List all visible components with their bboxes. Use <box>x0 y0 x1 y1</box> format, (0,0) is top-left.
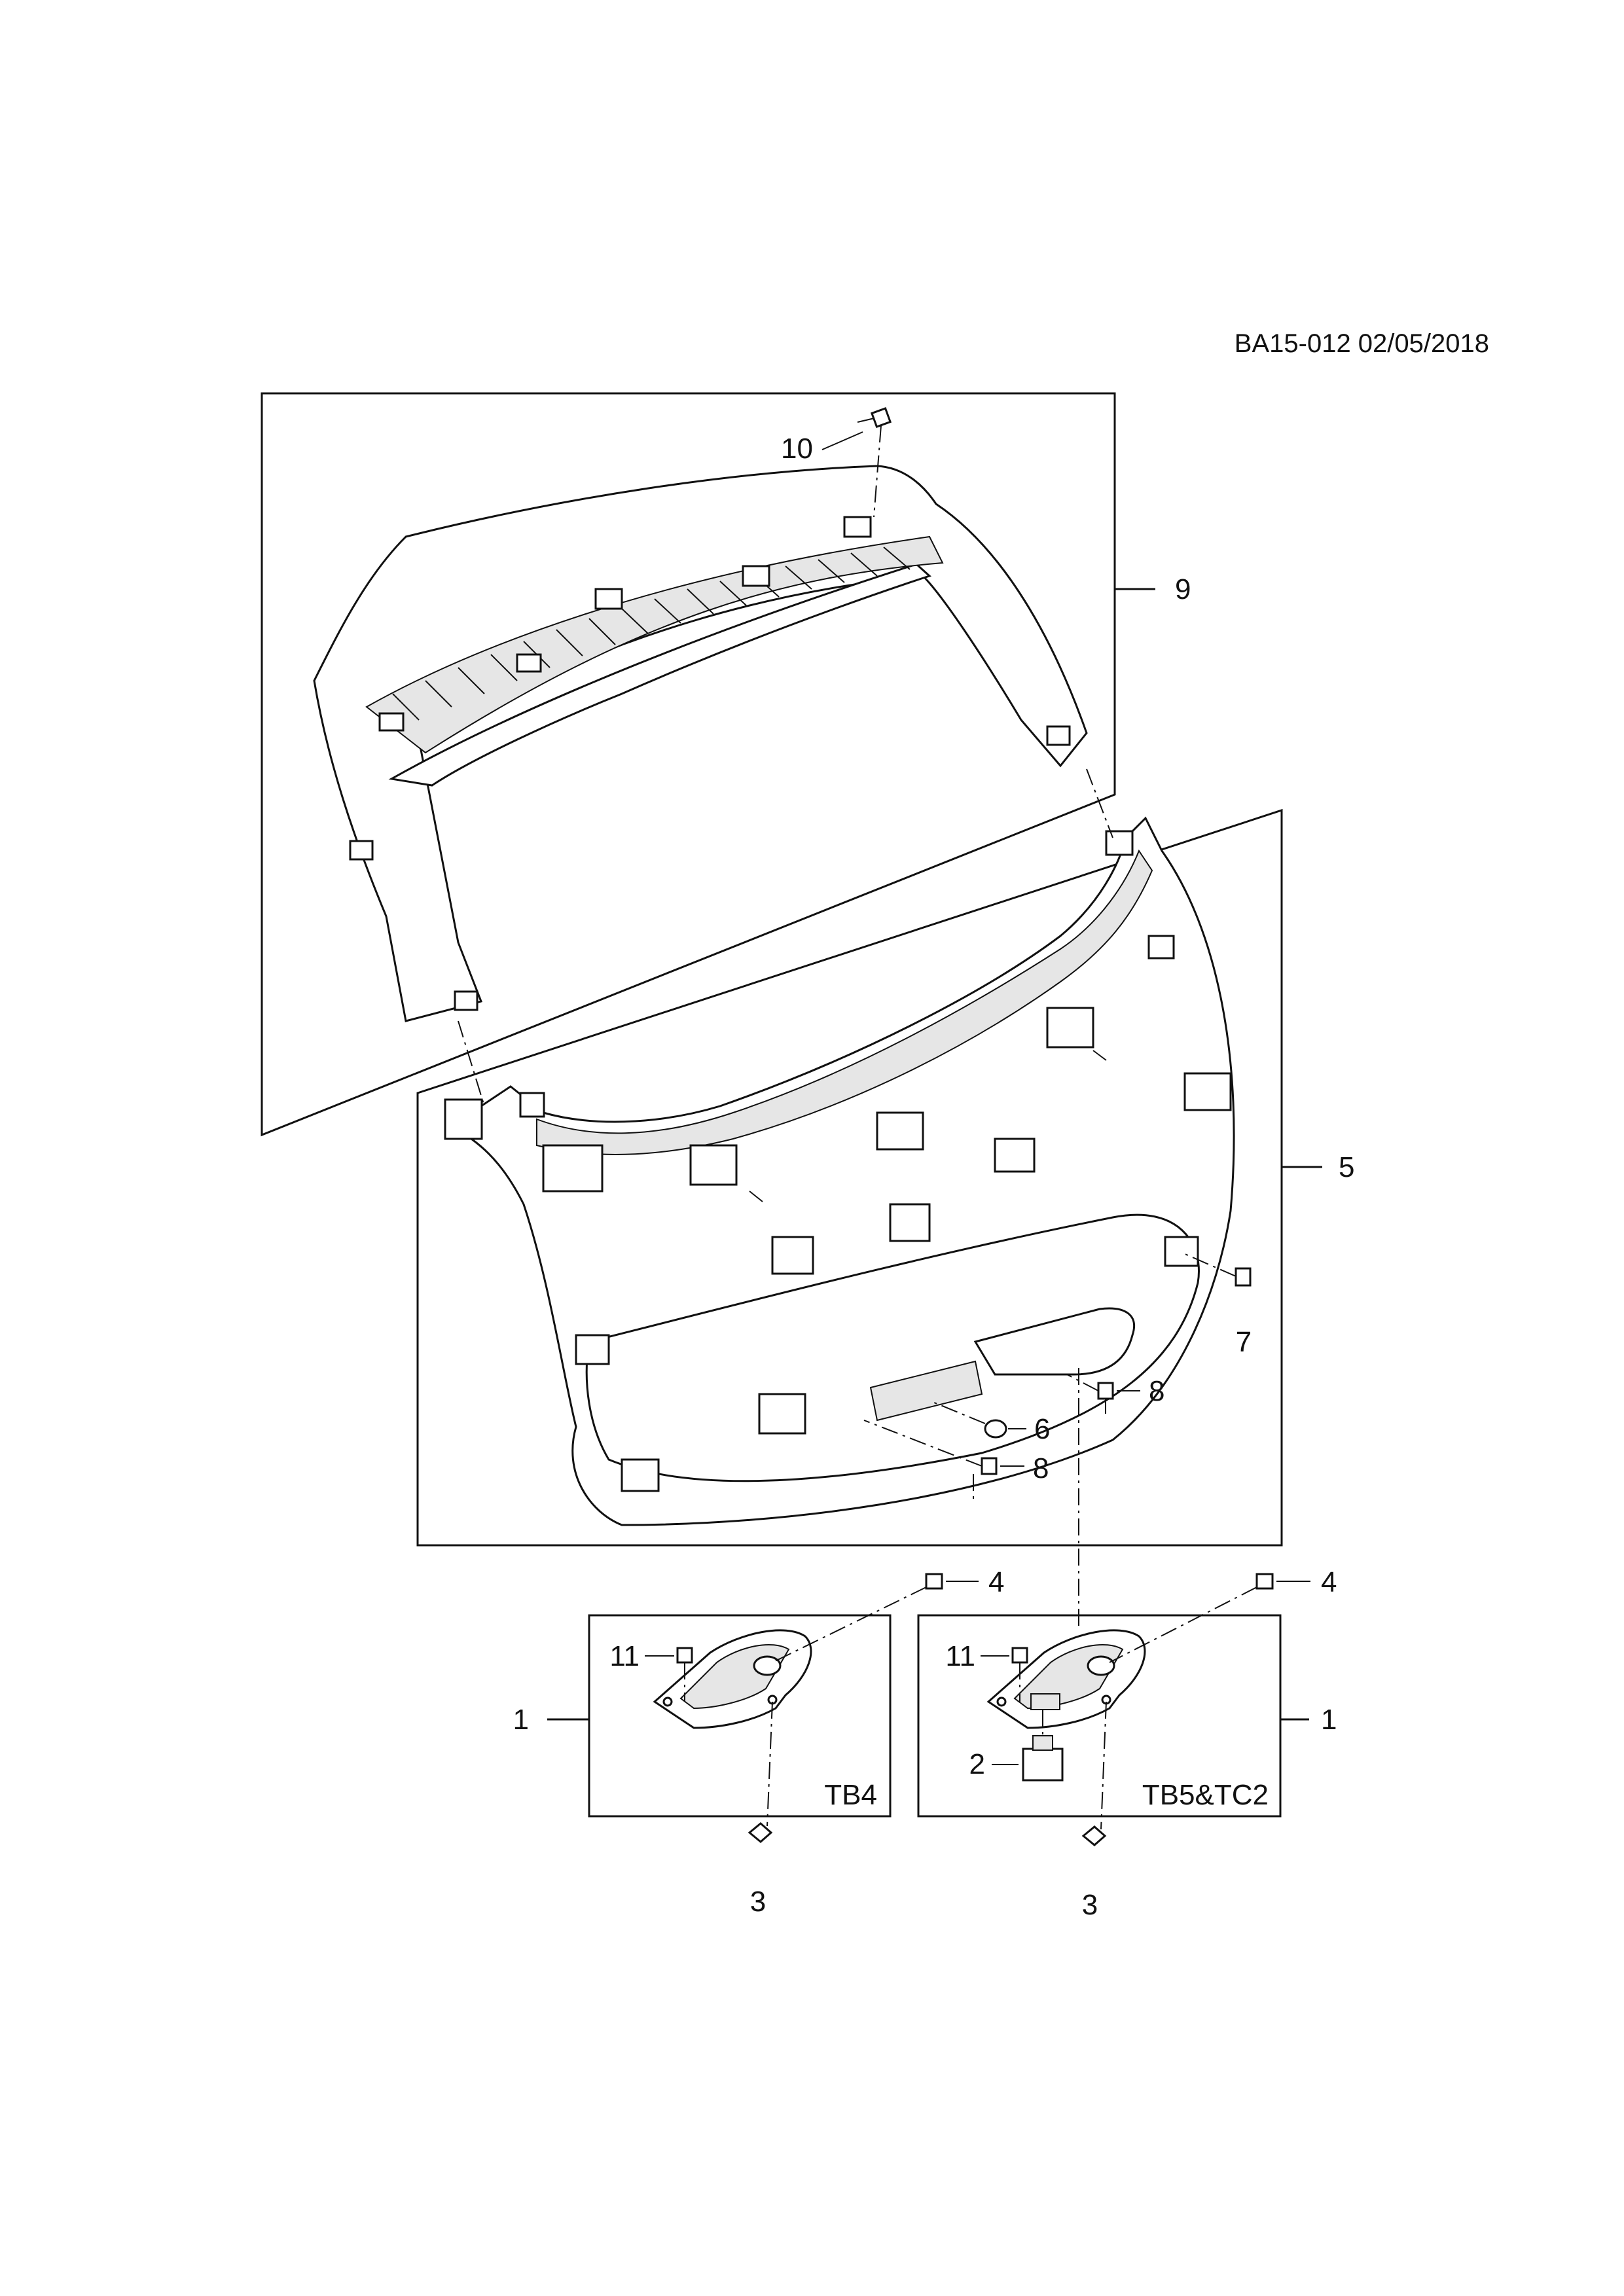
upper-trim-panel <box>313 465 1088 1022</box>
callout-4-right: 4 <box>1321 1566 1337 1598</box>
dashed-link-9-5-right <box>1086 768 1113 838</box>
callout-5: 5 <box>1339 1151 1354 1183</box>
drawing-reference: BA15-012 02/05/2018 <box>1235 329 1489 358</box>
switch-part-2 <box>1022 1710 1064 1782</box>
dashed-link-9-5-left <box>458 1020 485 1107</box>
frame-variant-tb4 <box>588 1614 892 1818</box>
callout-4-left: 4 <box>988 1566 1004 1598</box>
lower-trim-panel <box>444 816 1235 1526</box>
clip-part-11-right <box>1011 1647 1028 1702</box>
callout-9: 9 <box>1175 573 1191 605</box>
handle-tb4 <box>653 1629 812 1729</box>
callout-11-left: 11 <box>609 1640 640 1672</box>
variant-label-tb4: TB4 <box>824 1779 877 1811</box>
frame-part-9 <box>261 392 1116 1137</box>
screw-part-3-left <box>748 1701 773 1843</box>
callout-3-right: 3 <box>1082 1889 1098 1921</box>
clip-part-11-left <box>676 1647 693 1702</box>
variant-label-tb5-tc2: TB5&TC2 <box>1142 1779 1269 1811</box>
screw-part-3-right <box>1081 1701 1107 1846</box>
callout-10: 10 <box>781 433 813 465</box>
callout-3-left: 3 <box>750 1886 766 1918</box>
leader-10 <box>821 431 863 450</box>
nut-part-4-right <box>1109 1573 1274 1663</box>
frame-variant-tb5-tc2 <box>917 1614 1282 1818</box>
screw-part-10 <box>857 406 892 518</box>
callout-8-upper: 8 <box>1149 1375 1164 1407</box>
callout-8-lower: 8 <box>1033 1452 1049 1484</box>
callout-11-right: 11 <box>945 1640 975 1672</box>
clip-part-7 <box>1183 1253 1252 1287</box>
callout-1-right: 1 <box>1321 1704 1337 1736</box>
clip-part-8-upper <box>1066 1374 1114 1414</box>
callout-6: 6 <box>1034 1413 1050 1445</box>
callout-7: 7 <box>1236 1326 1252 1358</box>
callout-2: 2 <box>969 1748 985 1780</box>
handle-tb5-tc2 <box>986 1629 1146 1729</box>
clip-part-8-lower <box>863 1420 998 1499</box>
frame-part-5 <box>416 808 1283 1547</box>
plug-part-6 <box>929 1400 1007 1439</box>
callout-1-left: 1 <box>513 1704 529 1736</box>
nut-part-4-left <box>772 1573 943 1663</box>
